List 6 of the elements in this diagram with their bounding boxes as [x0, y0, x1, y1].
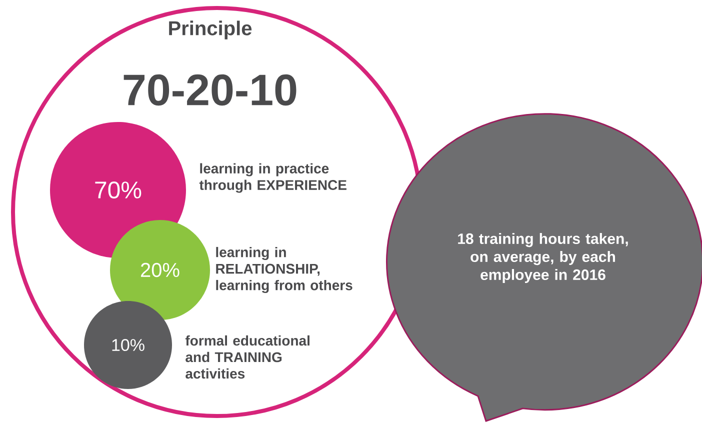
heading: Principle — [169, 20, 252, 40]
description: learning in practice through EXPERIENCE — [199, 163, 346, 193]
description: formal educational and TRAINING activities — [185, 335, 310, 379]
ratio-title: 70-20-10 — [124, 74, 296, 106]
speech-bubble: 18 training hours taken, on average, by each employee in 2016 — [386, 113, 702, 422]
description: learning in RELATIONSHIP, learning from others — [216, 246, 352, 294]
